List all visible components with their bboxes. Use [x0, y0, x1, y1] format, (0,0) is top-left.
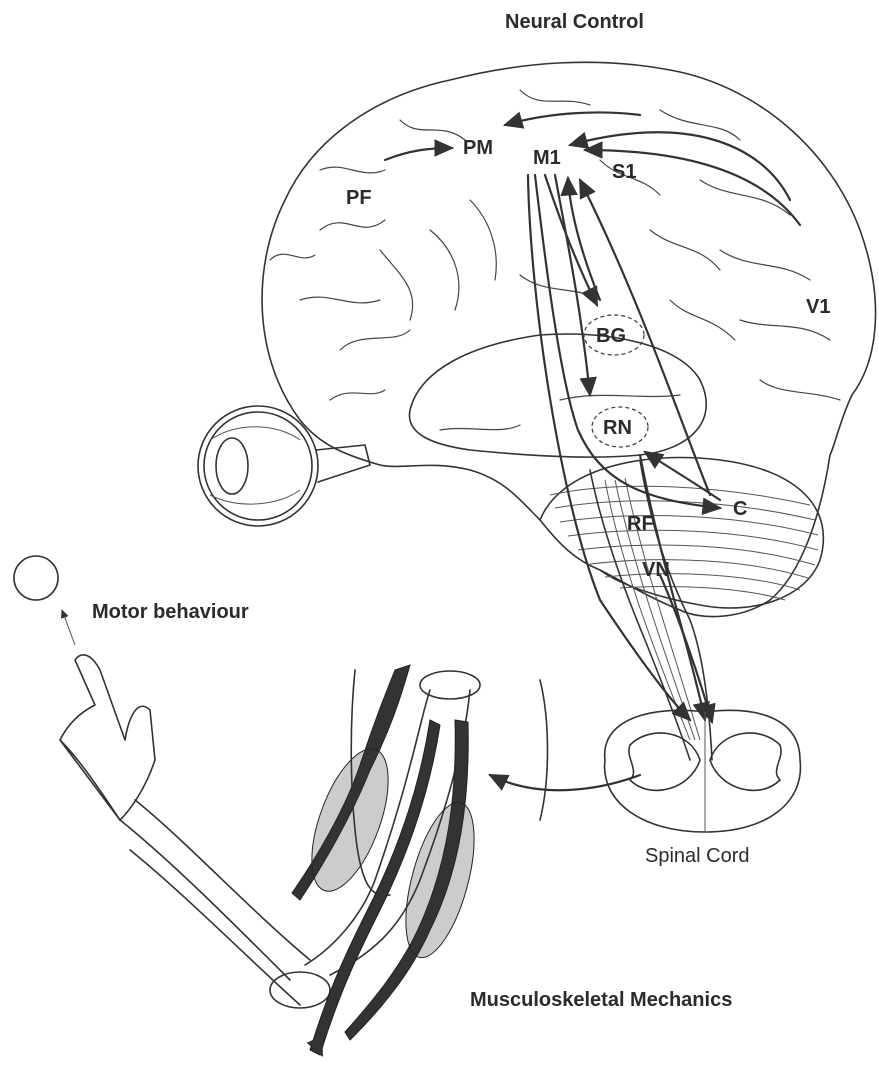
- label-c: C: [733, 499, 747, 519]
- label-v1: V1: [806, 297, 830, 317]
- label-spinal-cord: Spinal Cord: [645, 846, 750, 866]
- label-m1: M1: [533, 148, 561, 168]
- label-bg: BG: [596, 326, 626, 346]
- title-musculoskeletal: Musculoskeletal Mechanics: [470, 990, 732, 1010]
- label-rf: RF: [627, 514, 654, 534]
- eye-drawing: [198, 406, 370, 526]
- label-vn: VN: [642, 560, 670, 580]
- label-s1: S1: [612, 162, 636, 182]
- label-rn: RN: [603, 418, 632, 438]
- target-drawing: [14, 556, 75, 645]
- neural-pathways: [385, 112, 800, 722]
- title-neural-control: Neural Control: [505, 12, 644, 32]
- brain-outline: [262, 62, 876, 760]
- spinal-cord-drawing: [490, 710, 800, 832]
- label-pm: PM: [463, 138, 493, 158]
- label-pf: PF: [346, 188, 372, 208]
- title-motor-behaviour: Motor behaviour: [92, 602, 249, 622]
